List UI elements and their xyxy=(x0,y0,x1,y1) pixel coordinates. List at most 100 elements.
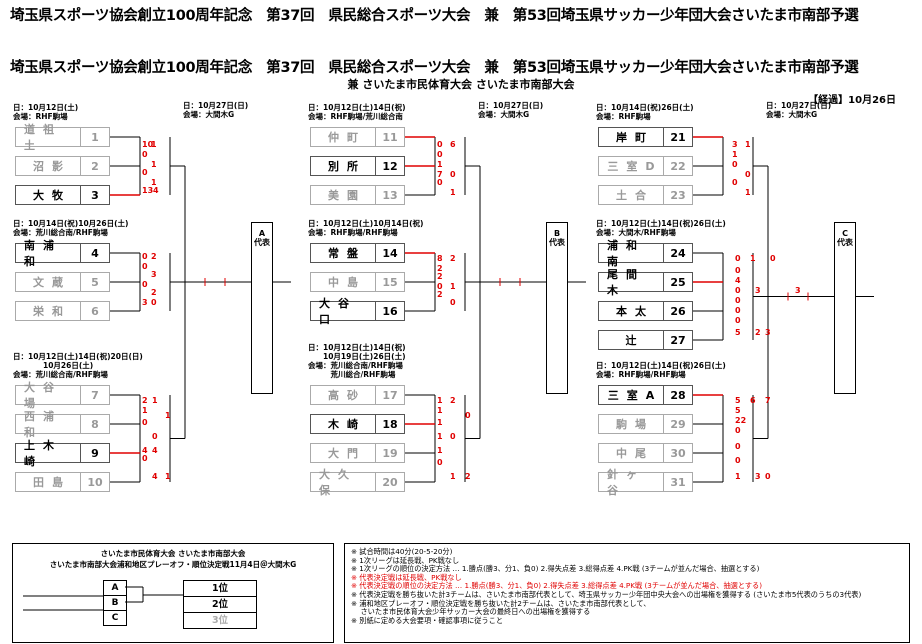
rank-3: 3位 xyxy=(211,615,229,626)
final-info-line: 日：10月27日(日) xyxy=(478,101,544,110)
rank-1: 1位 xyxy=(184,581,256,597)
team-number: 8 xyxy=(91,417,99,431)
team-name: 木崎 xyxy=(311,415,376,433)
match-score: 0 xyxy=(735,286,741,295)
match-score: 0 xyxy=(732,160,738,169)
final-info-line: 日：10月27日(日) xyxy=(183,101,249,110)
match-score: 0 xyxy=(745,170,751,179)
team-number: 27 xyxy=(670,333,686,347)
team-number: 13 xyxy=(382,188,398,202)
rules-notes: ※ 試合時間は40分(20-5-20分)※ 1次リーグは延長戦、PK戦なし※ 1… xyxy=(344,543,910,643)
team-number: 20 xyxy=(382,475,398,489)
team-number: 31 xyxy=(670,475,686,489)
match-score: 0 xyxy=(450,170,456,179)
match-score: 0 xyxy=(142,454,148,463)
team-number: 22 xyxy=(670,159,686,173)
rule-note: ※ 別紙に定める大会要項・確認事項に従うこと xyxy=(351,615,504,625)
match-score: 0 xyxy=(142,418,148,427)
group-info-line: 日：10月12日(土)14日(祝)20日(日) xyxy=(13,352,143,361)
team-number: 26 xyxy=(670,304,686,318)
team-number: 29 xyxy=(670,417,686,431)
match-score: 0 xyxy=(735,296,741,305)
team-number: 11 xyxy=(382,130,398,144)
team-number: 15 xyxy=(382,275,398,289)
group-info-line: 10月26日(土) xyxy=(13,361,94,370)
team-number: 25 xyxy=(670,275,686,289)
match-score: 0 xyxy=(450,432,456,441)
match-score: 8 xyxy=(437,254,443,263)
match-score: 0 xyxy=(735,306,741,315)
team-name: 土合 xyxy=(599,186,664,204)
team-number: 28 xyxy=(670,388,686,402)
group-info: 日：10月12日(土)14日(祝)26日(土)会場：RHF駒場/RHF駒場 xyxy=(596,361,726,379)
team-number: 9 xyxy=(91,446,99,460)
group-info-line: 会場：RHF駒場/RHF駒場 xyxy=(308,228,398,237)
team-number: 23 xyxy=(670,188,686,202)
team-number: 4 xyxy=(91,246,99,260)
page-title: 埼玉県スポーツ協会創立100周年記念 第37回 県民総合スポーツ大会 兼 第53… xyxy=(10,60,859,76)
match-score: 1 xyxy=(142,406,148,415)
match-score: 1 xyxy=(437,406,443,415)
team-name: 栄和 xyxy=(16,302,81,320)
match-score: 0 xyxy=(437,150,443,159)
group-info: 日：10月12日(土)14日(祝)26日(土)会場：大間木/RHF駒場 xyxy=(596,219,726,237)
team-number: 1 xyxy=(91,130,99,144)
match-score: 2 xyxy=(437,272,443,281)
match-score: 0 xyxy=(735,266,741,275)
match-score: 1 xyxy=(165,411,171,420)
legend-subtitle: さいたま市南部大会浦和地区プレーオフ・順位決定戦11月4日＠大間木G xyxy=(49,560,297,569)
team-name: 駒場 xyxy=(599,415,664,433)
team-number: 17 xyxy=(382,388,398,402)
team-number: 24 xyxy=(670,246,686,260)
match-score: 2 xyxy=(450,254,456,263)
match-score: 1 xyxy=(437,418,443,427)
match-score: 4 xyxy=(142,446,148,455)
match-score: 3 xyxy=(151,270,157,279)
team-number: 5 xyxy=(91,275,99,289)
match-score: 0 xyxy=(437,458,443,467)
match-score: 2 xyxy=(151,252,157,261)
team-row: 駒場 29 xyxy=(598,414,693,434)
team-name: 高砂 xyxy=(311,386,376,404)
rule-note: ※ 1次リーグの順位の決定方法 … 1.勝点(勝3、分1、負0) 2.得失点差 … xyxy=(351,564,760,574)
match-score: 1 xyxy=(745,188,751,197)
group-info: 日：10月12日(土)14日(祝) 10月19日(土)26日(土)会場：荒川総合… xyxy=(308,343,406,379)
team-row: 文蔵 5 xyxy=(15,272,110,292)
match-score: 3 xyxy=(765,328,771,337)
match-score: 0 xyxy=(142,262,148,271)
match-score: 4 xyxy=(735,276,741,285)
match-score: 22 xyxy=(735,416,747,425)
team-number: 2 xyxy=(91,159,99,173)
match-score: 0 xyxy=(152,432,158,441)
page-title-ghost: 埼玉県スポーツ協会創立100周年記念 第37回 県民総合スポーツ大会 兼 第53… xyxy=(10,8,859,24)
team-name: 大牧 xyxy=(16,186,81,204)
match-score: 2 xyxy=(437,290,443,299)
match-score: 1 xyxy=(735,472,741,481)
match-score: 0 xyxy=(735,254,741,263)
team-number: 30 xyxy=(670,446,686,460)
team-name: 文蔵 xyxy=(16,273,81,291)
final-info: 日：10月27日(日)会場：大間木G xyxy=(183,101,248,119)
match-score: 10 xyxy=(142,140,154,149)
match-score: 1 xyxy=(450,188,456,197)
match-score: 1 xyxy=(750,254,756,263)
group-info-line: 会場：大間木/RHF駒場 xyxy=(596,228,676,237)
match-score: 1 xyxy=(151,160,157,169)
report-date: 【経過】10月26日 xyxy=(808,95,896,106)
bracket-lines xyxy=(110,136,874,483)
match-score: 7 xyxy=(437,170,443,179)
team-number: 14 xyxy=(382,246,398,260)
page-subtitle: 兼 さいたま市民体育大会 さいたま市南部大会 xyxy=(347,78,575,91)
group-info-line: 日：10月12日(土)10月14日(祝) xyxy=(308,219,424,228)
match-score: 0 xyxy=(735,442,741,451)
match-score: 2 xyxy=(151,288,157,297)
